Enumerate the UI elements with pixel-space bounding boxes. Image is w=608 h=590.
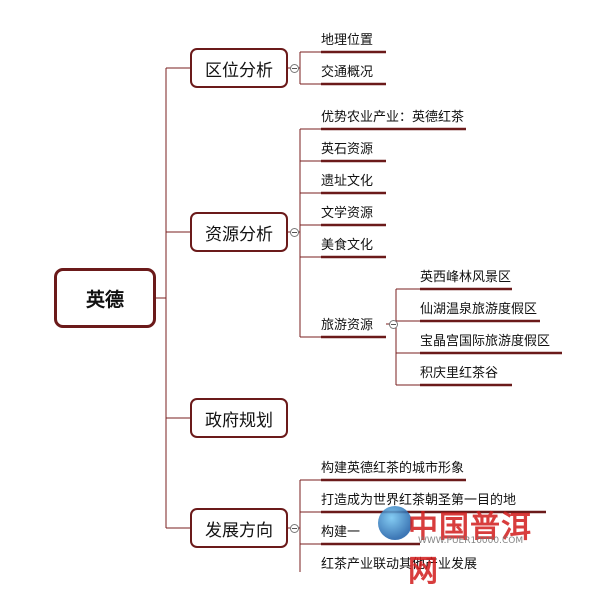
collapse-toggle-icon[interactable] xyxy=(290,228,299,237)
leaf-city-image[interactable]: 构建英德红茶的城市形象 xyxy=(321,461,465,476)
branch-label: 区位分析 xyxy=(205,60,273,81)
leaf-xianhu-resort[interactable]: 仙湖温泉旅游度假区 xyxy=(420,302,538,317)
branch-resource-analysis[interactable]: 资源分析 xyxy=(190,212,288,252)
leaf-yingshi-resource[interactable]: 英石资源 xyxy=(321,142,374,157)
connector-lines xyxy=(156,50,562,572)
branch-location-analysis[interactable]: 区位分析 xyxy=(190,48,288,88)
branch-label: 资源分析 xyxy=(205,224,273,245)
collapse-toggle-icon[interactable] xyxy=(290,64,299,73)
globe-icon xyxy=(378,506,412,540)
branch-development-direction[interactable]: 发展方向 xyxy=(190,508,288,548)
leaf-heritage-culture[interactable]: 遗址文化 xyxy=(321,174,374,189)
leaf-traffic-overview[interactable]: 交通概况 xyxy=(321,65,374,80)
watermark-title: 中国普洱网 xyxy=(408,510,532,589)
leaf-geographic-location[interactable]: 地理位置 xyxy=(321,33,374,48)
leaf-literary-resource[interactable]: 文学资源 xyxy=(321,206,374,221)
root-label: 英德 xyxy=(85,288,124,311)
leaf-advantage-agriculture[interactable]: 优势农业产业：英德红茶 xyxy=(321,110,465,125)
leaf-pilgrimage-destination[interactable]: 打造成为世界红茶朝圣第一目的地 xyxy=(321,493,517,508)
leaf-industry-linkage[interactable]: 红茶产业联动其他产业发展 xyxy=(321,557,478,572)
branch-government-planning[interactable]: 政府规划 xyxy=(190,398,288,438)
branch-label: 政府规划 xyxy=(205,410,273,431)
collapse-toggle-icon[interactable] xyxy=(389,320,398,329)
leaf-food-culture[interactable]: 美食文化 xyxy=(321,238,374,253)
leaf-baojing-resort[interactable]: 宝晶宫国际旅游度假区 xyxy=(420,334,551,349)
branch-label: 发展方向 xyxy=(205,520,273,541)
leaf-jiqingli-tea-valley[interactable]: 积庆里红茶谷 xyxy=(420,366,499,381)
leaf-yingxi-scenic[interactable]: 英西峰林风景区 xyxy=(420,270,512,285)
root-node[interactable]: 英德 xyxy=(54,268,156,328)
watermark-url: WWW.PUER10000.COM xyxy=(418,536,524,546)
leaf-tourism-resource[interactable]: 旅游资源 xyxy=(321,318,374,333)
watermark-logo: 中国普洱网 WWW.PUER10000.COM xyxy=(378,500,558,589)
collapse-toggle-icon[interactable] xyxy=(290,524,299,533)
leaf-build-one[interactable]: 构建一 xyxy=(321,525,361,540)
